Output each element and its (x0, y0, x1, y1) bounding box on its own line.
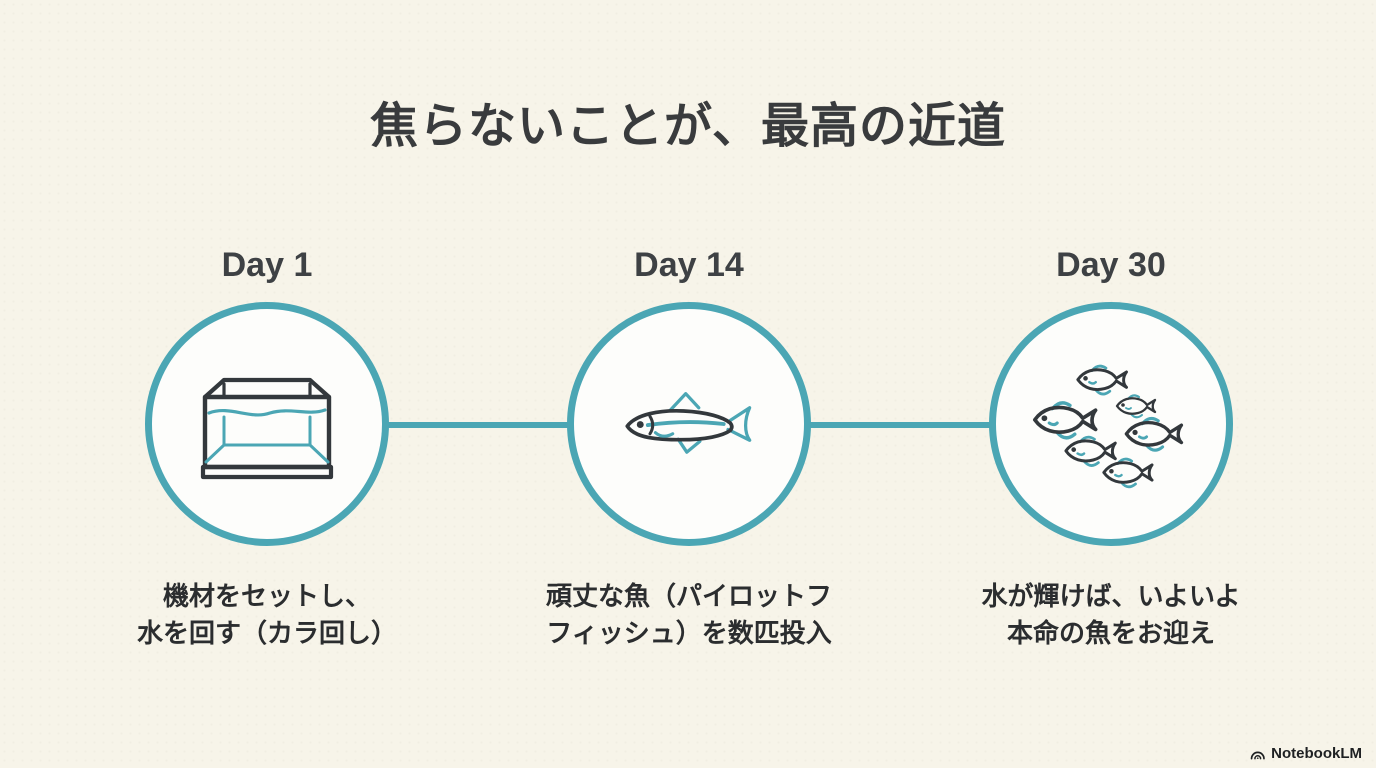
notebooklm-label: NotebookLM (1271, 745, 1362, 762)
step-circle (145, 302, 389, 546)
day-label: Day 1 (221, 246, 313, 284)
caption-line-2: 水を回す（カラ回し） (136, 617, 397, 648)
step-caption: 頑丈な魚（パイロットフ フィッシュ）を数匹投入 (479, 578, 899, 652)
day-label: Day 30 (1056, 246, 1166, 284)
step-caption: 水が輝けば、いよいよ 本命の魚をお迎え (901, 578, 1321, 652)
step-circle (989, 302, 1233, 546)
timeline-step-day14: Day 14 頑丈な魚（パイロットフ フィッシュ）を数匹投入 (479, 242, 899, 652)
notebooklm-watermark: NotebookLM (1249, 745, 1362, 762)
fish-school-icon (1032, 364, 1184, 489)
step-circle (567, 302, 811, 546)
timeline-step-day1: Day 1 機材をセットし、 水を回す（カラ回し） (57, 242, 477, 652)
caption-line-1: 頑丈な魚（パイロットフ (545, 581, 832, 611)
caption-line-1: 水が輝けば、いよいよ (981, 581, 1241, 611)
caption-line-2: フィッシュ）を数匹投入 (546, 617, 832, 648)
caption-line-2: 本命の魚をお迎え (1006, 617, 1215, 648)
caption-line-1: 機材をセットし、 (162, 581, 371, 611)
notebooklm-icon (1250, 751, 1265, 760)
page-title: 焦らないことが、最高の近道 (369, 100, 1007, 153)
aquarium-tank-icon (200, 377, 334, 479)
pilot-fish-icon (625, 392, 752, 454)
day-label: Day 14 (634, 246, 744, 284)
step-caption: 機材をセットし、 水を回す（カラ回し） (57, 578, 477, 652)
timeline-step-day30: Day 30 (901, 242, 1321, 652)
